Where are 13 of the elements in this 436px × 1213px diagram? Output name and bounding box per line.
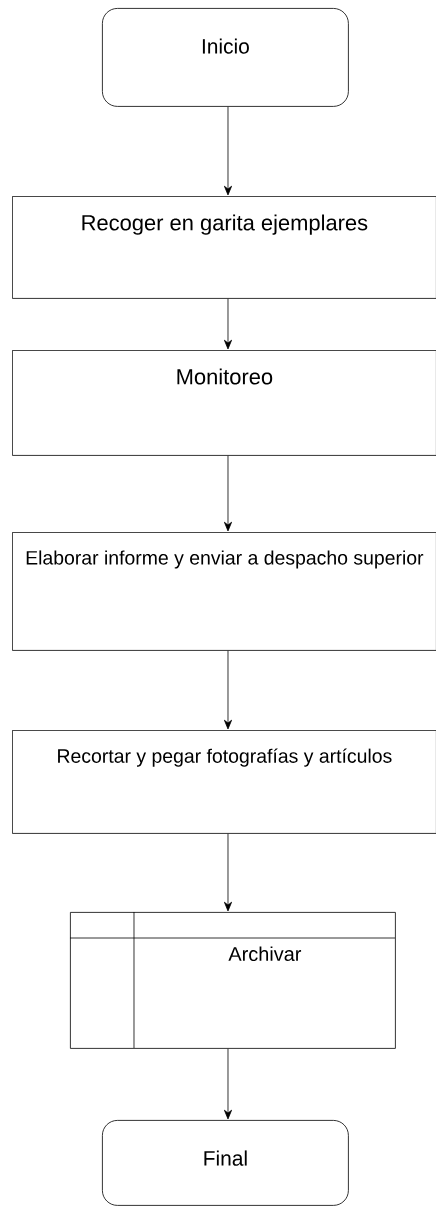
process-box: Recoger en garita ejemplares <box>12 196 436 299</box>
process-box: Elaborar informe y enviar a despacho superior <box>12 532 436 651</box>
arrow <box>224 1048 232 1120</box>
start-terminal: Inicio <box>102 8 349 107</box>
arrow <box>224 455 232 532</box>
process-box: Monitoreo <box>12 350 436 456</box>
archive-box: Archivar <box>69 911 396 1049</box>
arrow <box>224 298 232 350</box>
arrow <box>224 650 232 730</box>
process-box: Recortar y pegar fotografías y artículos <box>12 730 436 834</box>
end-terminal: Final <box>102 1120 349 1206</box>
arrow <box>224 106 232 196</box>
arrow <box>224 833 232 912</box>
